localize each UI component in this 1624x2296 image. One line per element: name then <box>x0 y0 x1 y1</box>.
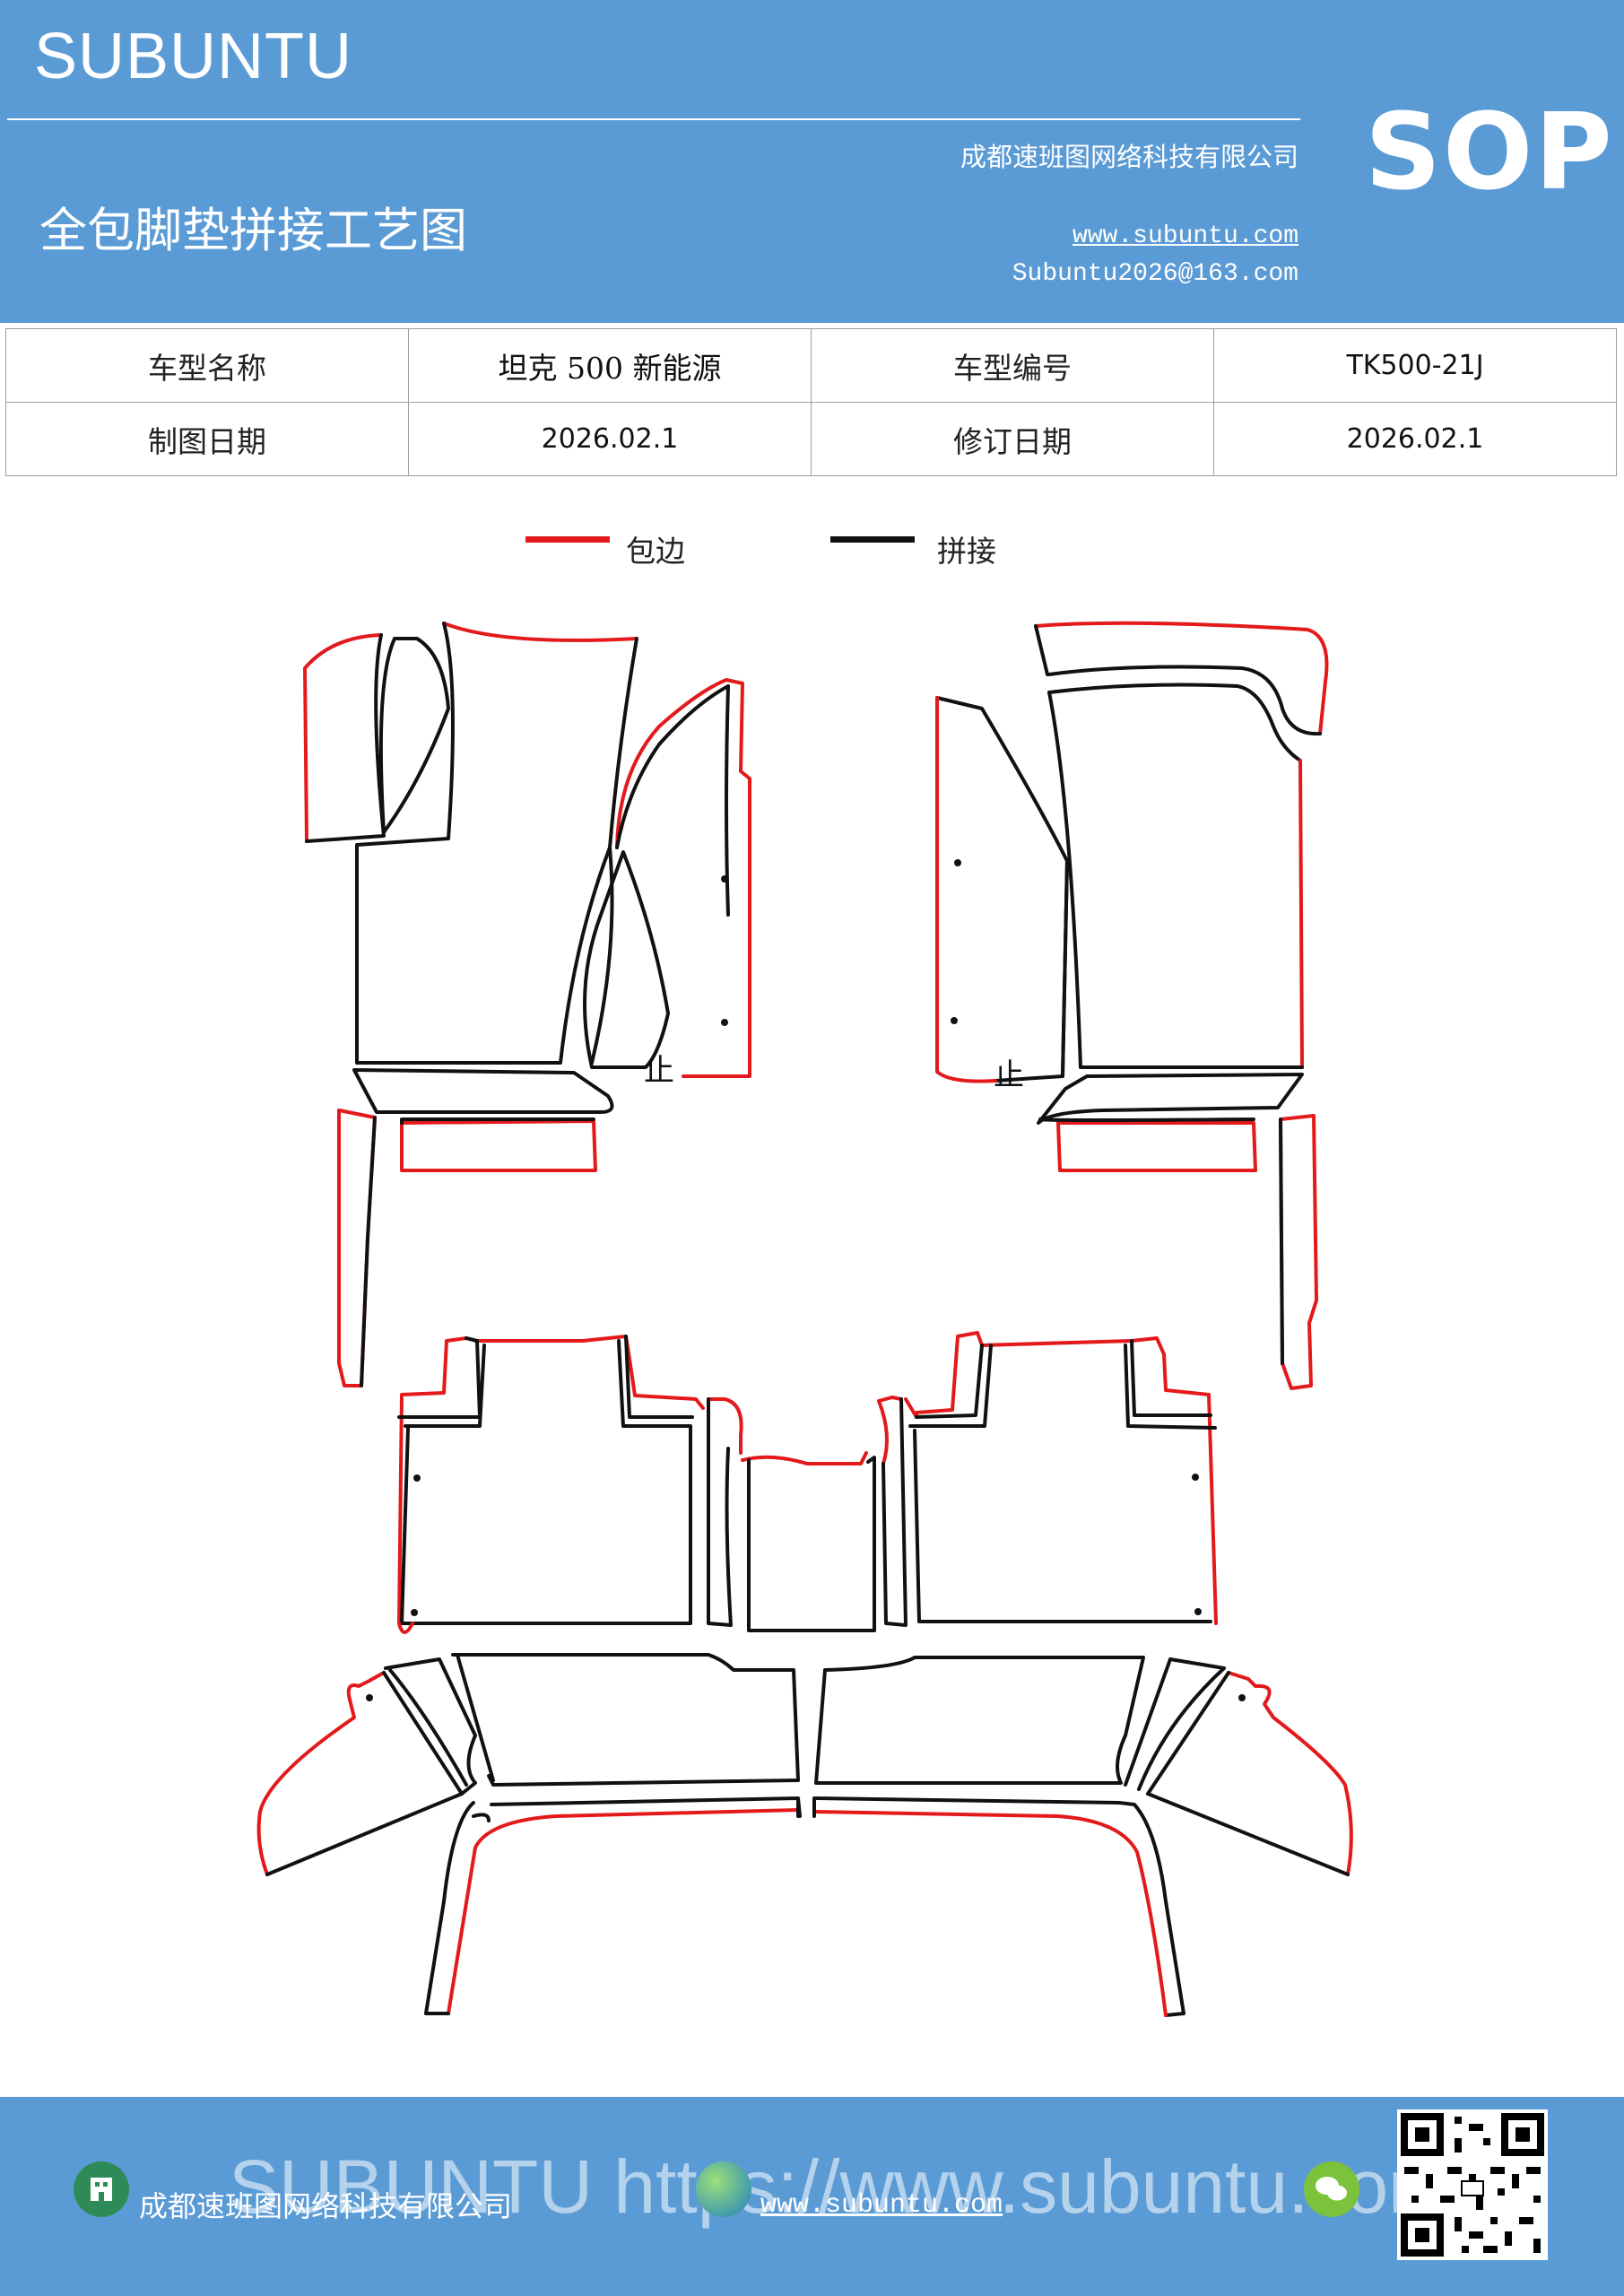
stop-mark-right: 止 <box>994 1057 1024 1093</box>
rear-left-mat <box>397 1335 705 1634</box>
model-name-label: 车型名称 <box>5 328 409 403</box>
floor-mat-splicing-diagram: 止 止 <box>256 621 1353 2017</box>
legend-seam-label: 拼接 <box>937 534 996 569</box>
front-left-mat: 止 <box>303 622 751 1387</box>
qr-code-image <box>1397 2109 1548 2260</box>
draw-date-label: 制图日期 <box>5 402 409 476</box>
sop-badge: SOP <box>1365 90 1614 213</box>
table-row: 制图日期 2026.02.1 修订日期 2026.02.1 <box>5 402 1617 476</box>
revision-date-label: 修订日期 <box>811 402 1214 476</box>
model-code-value: TK500-21J <box>1213 328 1617 403</box>
wechat-icon <box>1304 2161 1359 2217</box>
footer-company: 成都速班图网络科技有限公司 <box>139 2189 513 2223</box>
email-address[interactable]: Subuntu2026@163.com <box>1012 260 1298 288</box>
vehicle-info-table: 车型名称 坦克 500 新能源 车型编号 TK500-21J 制图日期 2026… <box>5 328 1617 476</box>
rear-lower-mats <box>256 1653 1353 2017</box>
model-name-value: 坦克 500 新能源 <box>408 328 812 403</box>
revision-date-value: 2026.02.1 <box>1213 402 1617 476</box>
legend-seam-swatch <box>830 536 915 543</box>
rear-center-mat <box>707 1396 908 1632</box>
globe-icon <box>696 2161 751 2217</box>
table-row: 车型名称 坦克 500 新能源 车型编号 TK500-21J <box>5 328 1617 403</box>
brand-name: SUBUNTU <box>34 21 353 92</box>
stop-mark-left: 止 <box>644 1053 674 1089</box>
company-name: 成都速班图网络科技有限公司 <box>960 142 1298 172</box>
front-right-mat: 止 <box>935 621 1329 1390</box>
legend-edge-label: 包边 <box>626 534 685 569</box>
rear-right-mat <box>904 1331 1218 1625</box>
document-title: 全包脚垫拼接工艺图 <box>39 204 467 258</box>
website-link[interactable]: www.subuntu.com <box>1072 222 1298 250</box>
legend-edge-swatch <box>525 536 610 543</box>
building-icon <box>74 2161 129 2217</box>
draw-date-value: 2026.02.1 <box>408 402 812 476</box>
header-divider <box>7 118 1300 120</box>
footer-watermark: SUBUNTU https://www.subuntu.com <box>229 2144 1452 2229</box>
header-banner <box>0 0 1624 323</box>
model-code-label: 车型编号 <box>811 328 1214 403</box>
footer-website-link[interactable]: www.subuntu.com <box>760 2190 1003 2221</box>
